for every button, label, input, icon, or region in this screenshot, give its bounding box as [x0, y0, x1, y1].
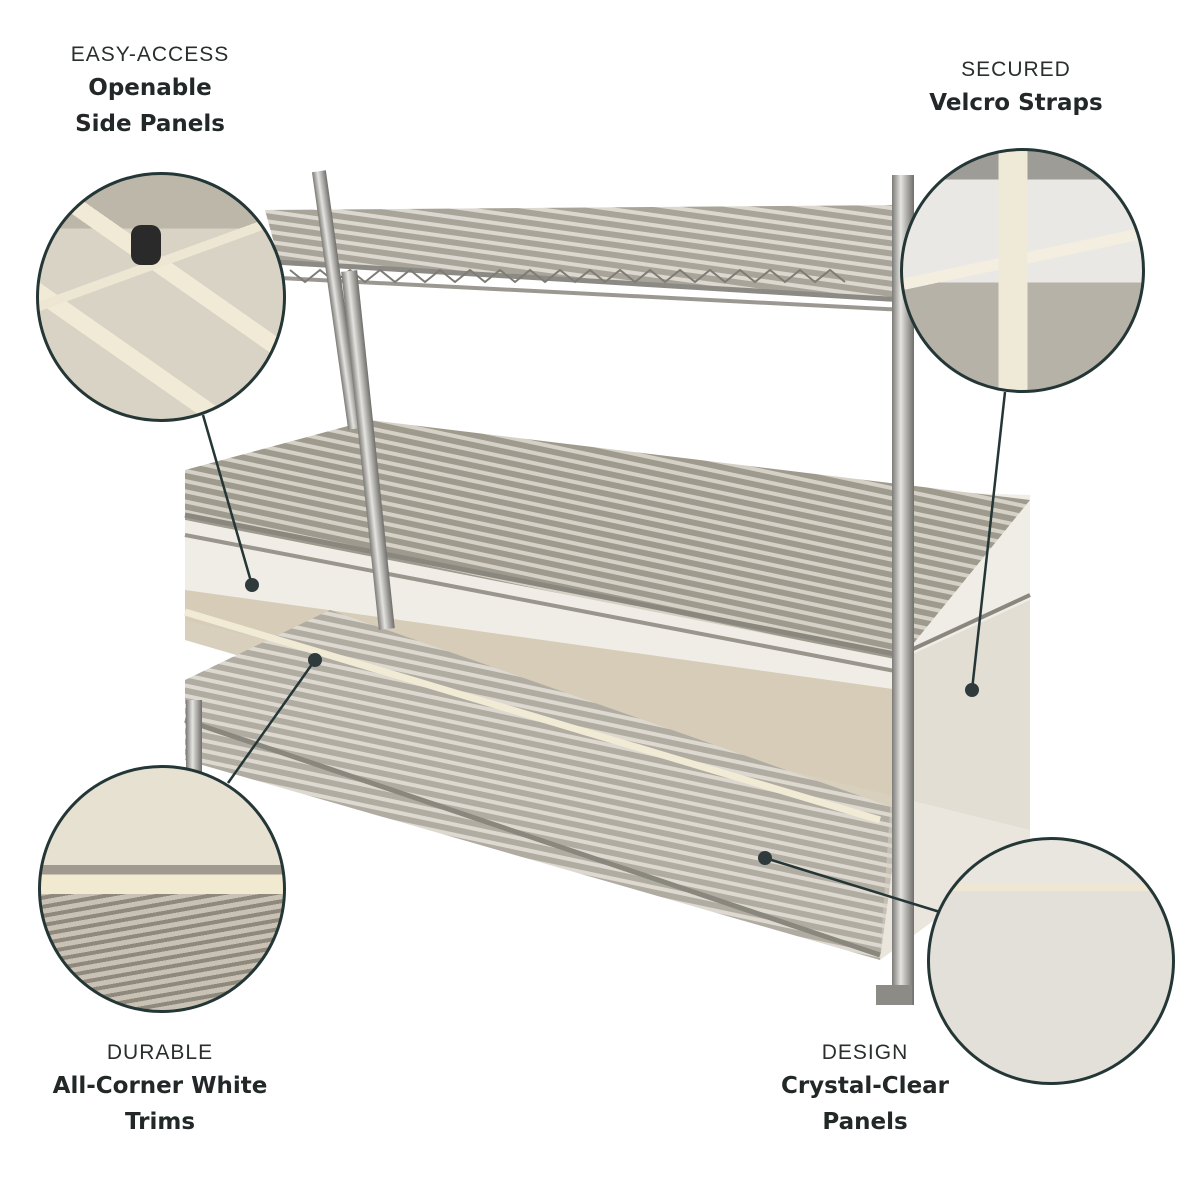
- feature-kicker: SECURED: [961, 58, 1071, 81]
- feature-title-line: Crystal-Clear: [780, 1073, 950, 1099]
- feature-label-secured: SECURED Velcro Straps: [896, 55, 1136, 121]
- detail-circle-openable-side-panels: [36, 172, 286, 422]
- callout-dot-clear-panels: [758, 851, 772, 865]
- callout-dot-velcro: [965, 683, 979, 697]
- feature-kicker: DURABLE: [106, 1041, 214, 1064]
- detail-circle-velcro-straps: [900, 148, 1145, 393]
- feature-title-line: Side Panels: [75, 111, 225, 137]
- detail-circle-crystal-clear-panels: [927, 837, 1175, 1085]
- middle-shelf: [184, 420, 1031, 674]
- feature-kicker: DESIGN: [821, 1041, 909, 1064]
- feature-label-design: DESIGN Crystal-Clear Panels: [755, 1038, 975, 1140]
- detail-circle-white-trims: [38, 765, 286, 1013]
- shelf-poles: [186, 170, 914, 1005]
- callout-lines: [201, 391, 1007, 914]
- feature-title-line: Openable: [88, 75, 212, 101]
- feature-label-durable: DURABLE All-Corner White Trims: [20, 1038, 300, 1140]
- callout-dot-trims: [308, 653, 322, 667]
- feature-title-line: All-Corner White: [52, 1073, 268, 1099]
- callout-dot-side-panels: [245, 578, 259, 592]
- feature-title-line: Trims: [124, 1109, 196, 1135]
- feature-label-easy-access: EASY-ACCESS Openable Side Panels: [30, 40, 270, 142]
- feature-kicker: EASY-ACCESS: [70, 43, 230, 66]
- feature-title-line: Velcro Straps: [929, 90, 1103, 116]
- top-shelf: [265, 205, 906, 312]
- caster-wheel-icon: [131, 225, 161, 265]
- feature-title-line: Panels: [822, 1109, 908, 1135]
